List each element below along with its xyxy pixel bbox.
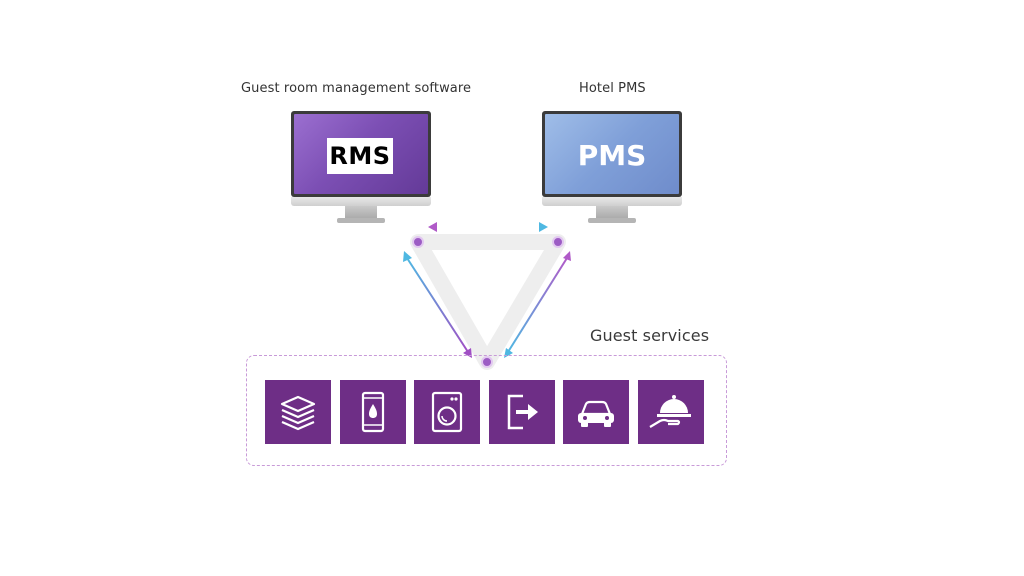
monitor-foot: [588, 218, 636, 223]
guest-services-caption: Guest services: [590, 326, 710, 345]
monitor-stand: [345, 206, 377, 219]
rms-caption: Guest room management software: [241, 81, 472, 96]
pms-caption: Hotel PMS: [579, 81, 646, 96]
pms-screen: PMS: [545, 114, 679, 194]
triangle-band: [410, 234, 566, 370]
monitor-chin: [542, 197, 682, 206]
rms-monitor: RMS: [291, 111, 431, 227]
node-pms: [552, 236, 564, 248]
monitor-chin: [291, 197, 431, 206]
monitor-frame: RMS: [291, 111, 431, 197]
node-rms: [412, 236, 424, 248]
rms-pms-link-arrow: [428, 222, 548, 232]
monitor-stand: [596, 206, 628, 219]
service-tile-checkout[interactable]: [489, 380, 555, 444]
washing-machine-icon: [431, 391, 463, 433]
monitor-foot: [337, 218, 385, 223]
node-services: [481, 356, 493, 368]
service-tile-room-service[interactable]: [638, 380, 704, 444]
rms-screen: RMS: [294, 114, 428, 194]
room-service-cloche-icon: [649, 395, 691, 428]
service-tile-linen[interactable]: [265, 380, 331, 444]
linen-stack-icon: [280, 395, 316, 431]
car-icon: [578, 400, 614, 427]
pms-screen-text: PMS: [577, 139, 647, 172]
rms-screen-text: RMS: [327, 138, 393, 174]
mobile-phone-icon: [361, 391, 385, 433]
monitor-frame: PMS: [542, 111, 682, 197]
exit-door-icon: [507, 394, 538, 430]
guest-services-box: [246, 355, 727, 466]
service-tile-laundry[interactable]: [414, 380, 480, 444]
service-tile-mobile[interactable]: [340, 380, 406, 444]
service-tile-car[interactable]: [563, 380, 629, 444]
pms-monitor: PMS: [542, 111, 682, 227]
